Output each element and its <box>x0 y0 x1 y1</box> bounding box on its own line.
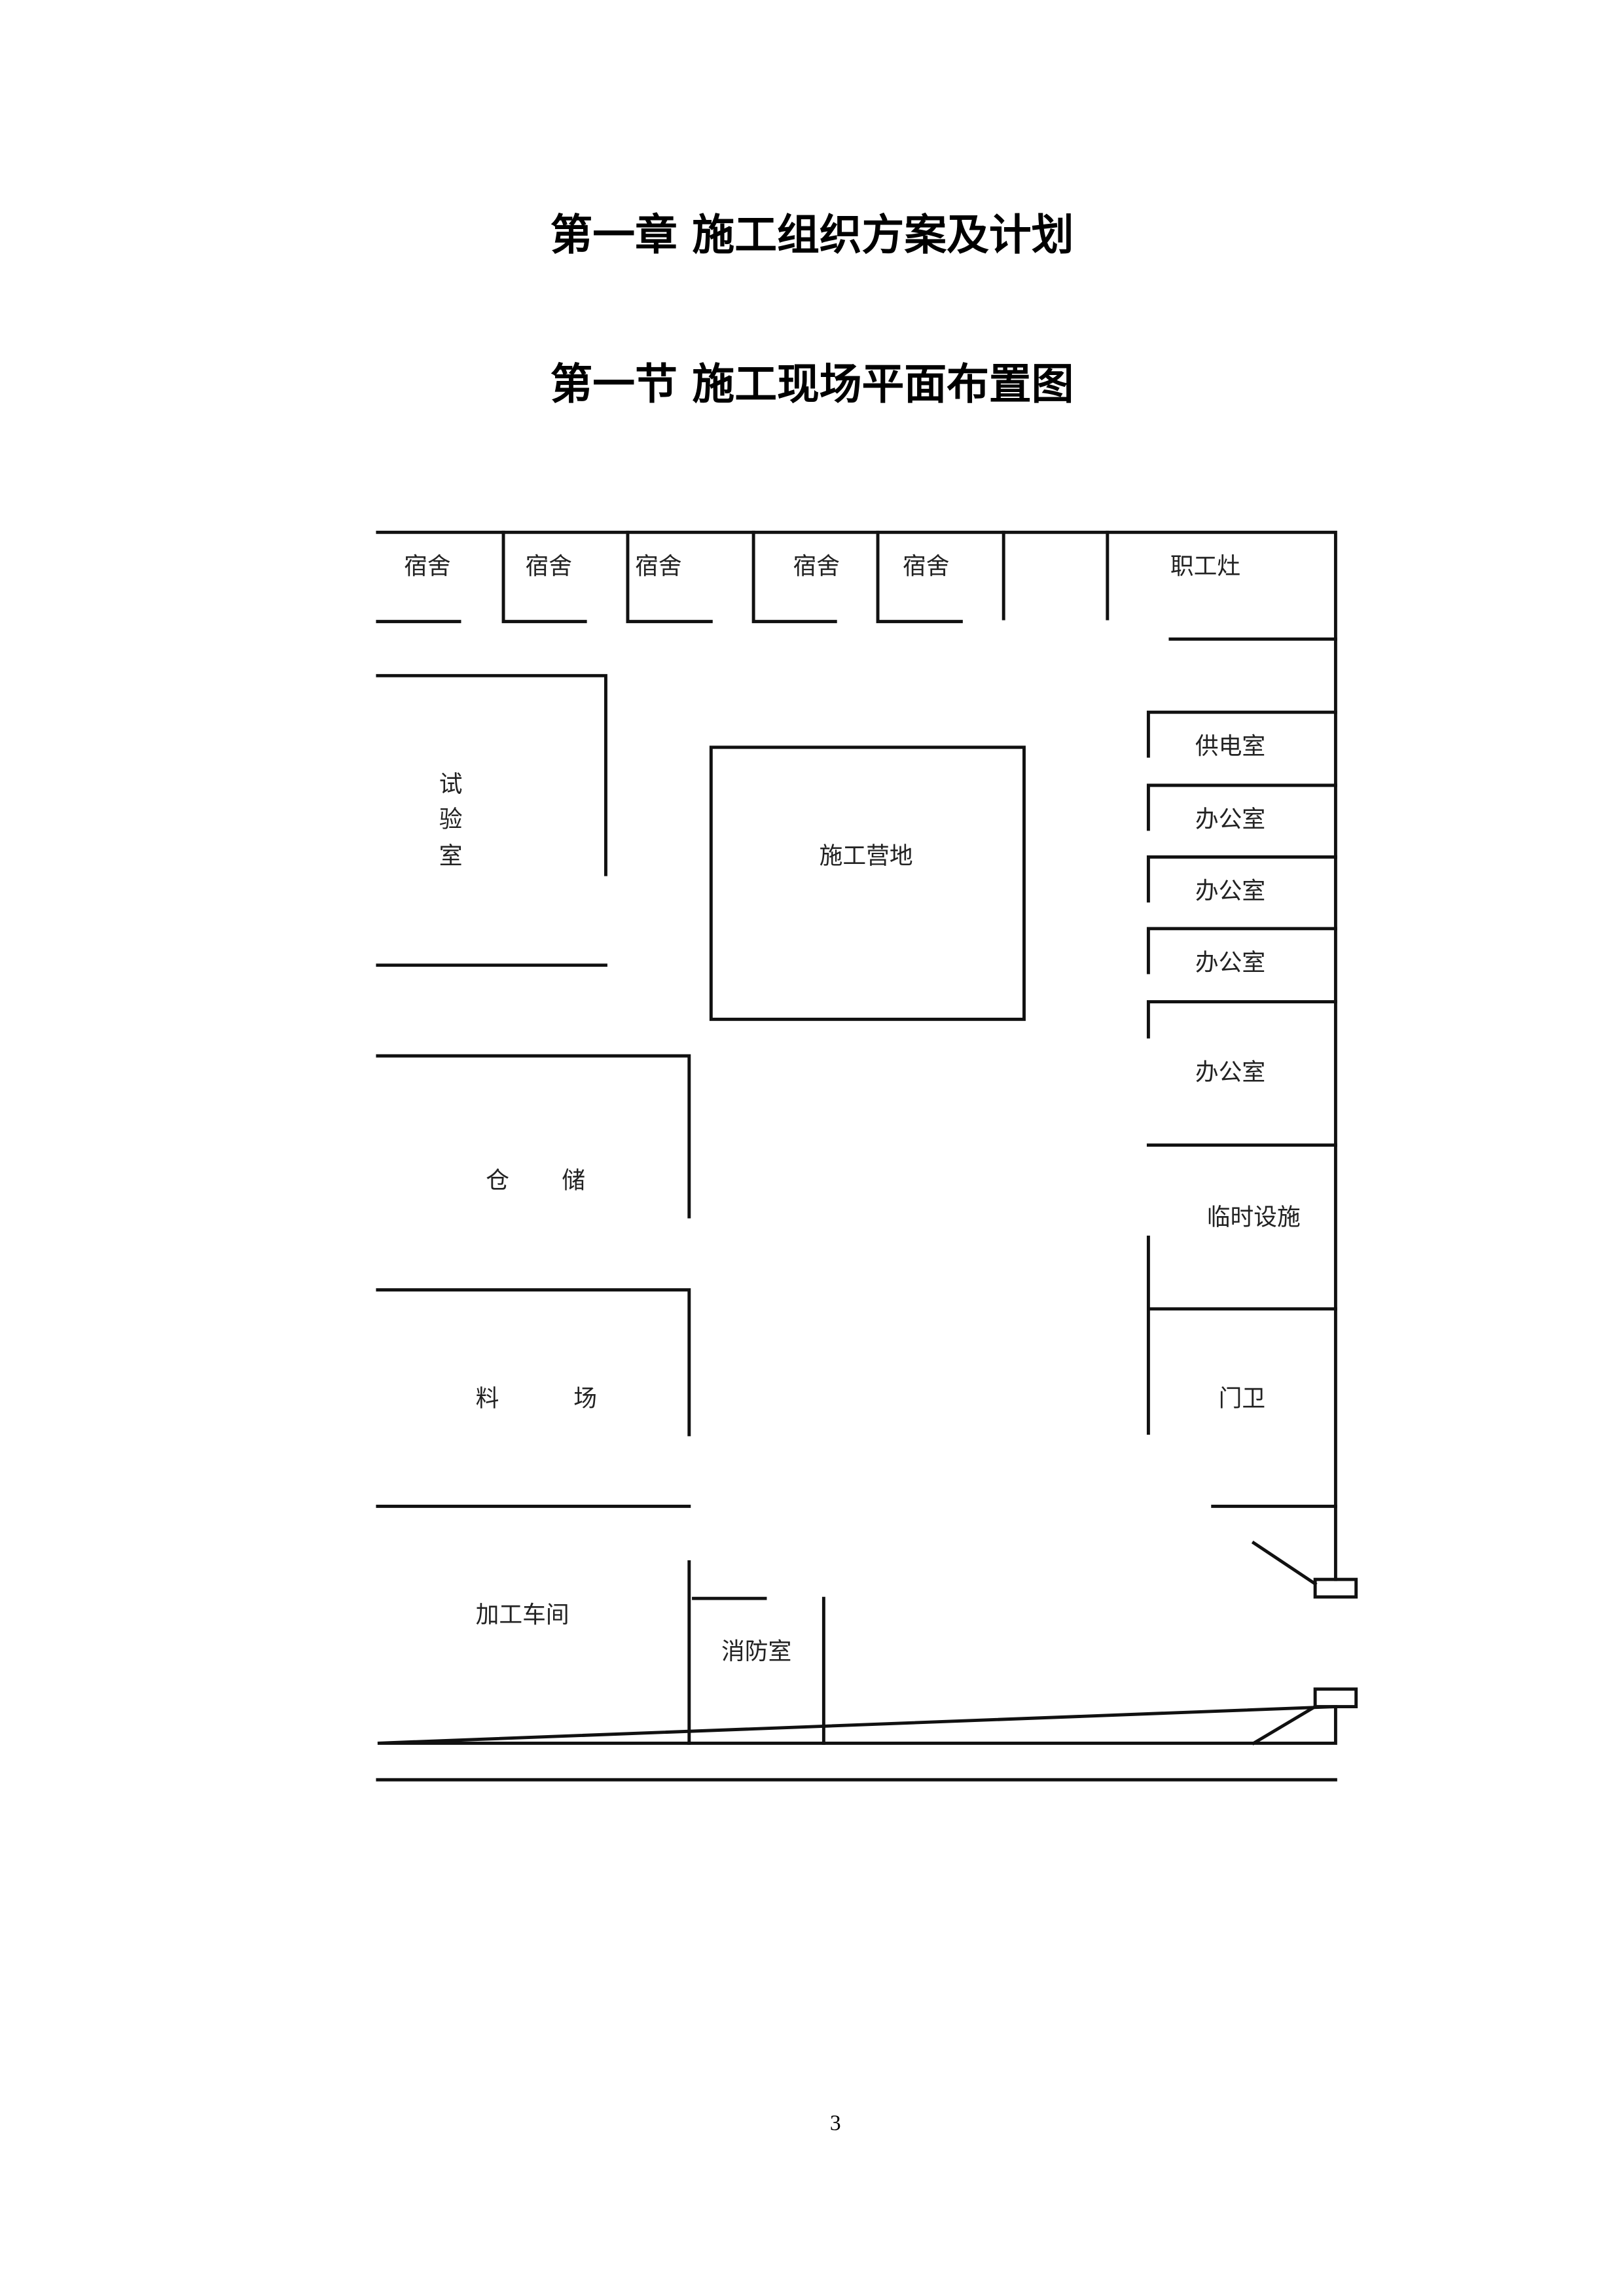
office-label: 办公室 <box>1195 806 1265 833</box>
chapter-title: 第一章 施工组织方案及计划 <box>550 210 1074 260</box>
walls <box>376 530 1358 1782</box>
gate-post-upper <box>1313 1577 1358 1599</box>
gate <box>1251 1540 1318 1746</box>
power-room-label: 供电室 <box>1195 733 1265 760</box>
camp-building <box>709 745 1026 1021</box>
dorm-label: 宿舍 <box>903 553 950 580</box>
material-yard-label: 场 <box>573 1385 597 1412</box>
temp-guard-walls <box>1146 1235 1337 1508</box>
lab-label: 室 <box>439 842 463 869</box>
camp-label: 施工营地 <box>820 842 913 869</box>
temp-facilities-label: 临时设施 <box>1207 1204 1301 1230</box>
office-label: 办公室 <box>1195 878 1265 905</box>
section-title: 第一节 施工现场平面布置图 <box>550 359 1074 409</box>
gate-post-lower <box>1313 1687 1358 1708</box>
storage-label: 储 <box>562 1167 585 1194</box>
lab-label: 试 <box>439 771 463 798</box>
dorm-label: 宿舍 <box>404 553 451 580</box>
guard-label: 门卫 <box>1219 1385 1265 1412</box>
fire-room-label: 消防室 <box>721 1638 791 1665</box>
page-number: 3 <box>830 2111 841 2135</box>
office-label: 办公室 <box>1195 1059 1265 1086</box>
workshop-label: 加工车间 <box>476 1602 569 1628</box>
lab-walls <box>376 673 607 967</box>
canteen-label: 职工灶 <box>1170 553 1240 580</box>
storage-label: 仓 <box>486 1167 509 1194</box>
office-walls <box>1146 710 1337 1147</box>
lab-label: 验 <box>439 806 463 833</box>
site-layout-plan: 宿舍 宿舍 宿舍 宿舍 宿舍 职工灶 试 验 室 施工营地 供电室 办公室 办公… <box>376 530 1358 1782</box>
office-label: 办公室 <box>1195 949 1265 976</box>
material-yard-label: 料 <box>476 1385 499 1412</box>
dorm-label: 宿舍 <box>635 553 682 580</box>
storage-walls <box>376 1054 825 1745</box>
dorm-label: 宿舍 <box>526 553 573 580</box>
outer-wall <box>376 530 1337 1745</box>
dorm-walls <box>376 530 1337 641</box>
dorm-label: 宿舍 <box>793 553 840 580</box>
